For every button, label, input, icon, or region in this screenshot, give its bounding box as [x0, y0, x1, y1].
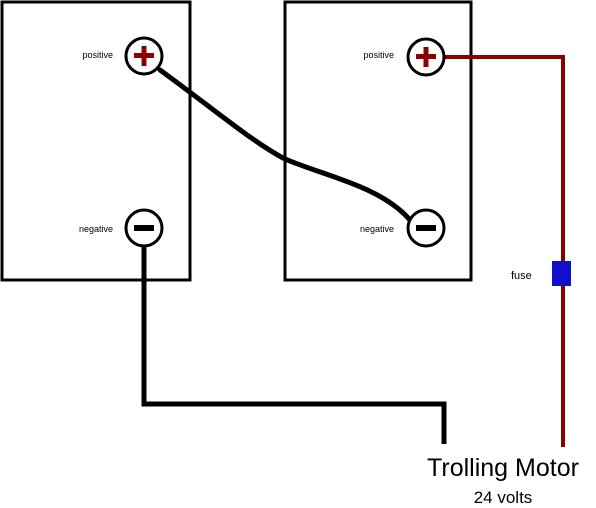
motor-title: Trolling Motor	[427, 454, 579, 482]
battery-2-negative-label: negative	[360, 224, 394, 234]
minus-icon	[134, 225, 154, 231]
battery-2: positive negative	[283, 0, 473, 282]
battery-2-negative-terminal	[406, 208, 446, 248]
fuse-label: fuse	[511, 270, 532, 282]
battery-1-positive-label: positive	[82, 50, 113, 60]
series-jumper-wire	[157, 67, 413, 223]
battery-1: positive negative	[0, 0, 192, 282]
battery-2-positive-terminal	[406, 37, 446, 77]
positive-motor-wire	[440, 55, 565, 447]
battery-2-positive-label: positive	[363, 50, 394, 60]
fuse-block	[552, 261, 571, 286]
battery-1-negative-terminal	[124, 208, 164, 248]
battery-2-case	[283, 0, 473, 282]
battery-1-negative-label: negative	[79, 224, 113, 234]
battery-1-positive-terminal	[124, 36, 164, 76]
battery-1-case	[0, 0, 192, 282]
negative-motor-wire	[141, 245, 447, 444]
motor-voltage: 24 volts	[474, 488, 533, 507]
minus-icon	[416, 225, 436, 231]
